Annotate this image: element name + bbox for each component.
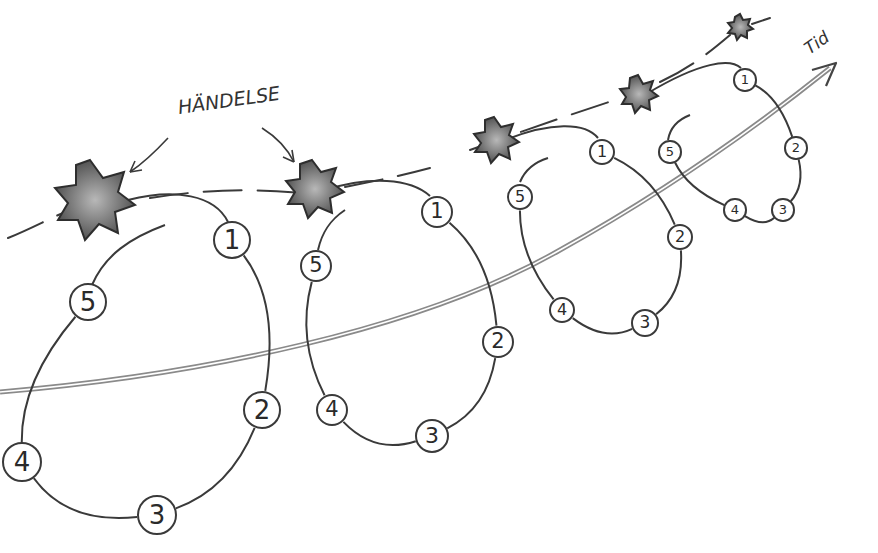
step-circle: 4 bbox=[723, 198, 746, 221]
step-circle: 3 bbox=[771, 198, 794, 221]
step-number: 3 bbox=[779, 203, 787, 216]
loop-arc bbox=[755, 85, 792, 136]
step-number: 3 bbox=[640, 314, 651, 331]
step-number: 5 bbox=[515, 189, 525, 205]
step-number: 5 bbox=[80, 289, 97, 315]
loop-arc bbox=[520, 210, 554, 299]
loop-arc bbox=[447, 358, 495, 428]
loop-arc bbox=[244, 255, 270, 390]
step-number: 1 bbox=[597, 144, 607, 160]
step-circle: 2 bbox=[243, 391, 282, 430]
step-circle: 3 bbox=[631, 309, 659, 337]
step-circle: 4 bbox=[316, 394, 349, 427]
step-circle: 5 bbox=[300, 250, 333, 283]
step-number: 4 bbox=[325, 399, 338, 420]
loop-arc bbox=[675, 163, 724, 206]
step-circle: 3 bbox=[137, 495, 177, 535]
step-number: 4 bbox=[731, 203, 739, 216]
step-circle: 2 bbox=[784, 136, 807, 159]
event-stars bbox=[55, 14, 753, 240]
loop-tails bbox=[92, 63, 741, 285]
step-circle: 5 bbox=[507, 184, 534, 211]
loop-arc bbox=[791, 159, 801, 201]
time-axis bbox=[0, 63, 836, 392]
loop-arc bbox=[343, 422, 415, 445]
step-number: 4 bbox=[14, 449, 31, 475]
step-circle: 4 bbox=[549, 297, 576, 324]
step-circle: 4 bbox=[2, 442, 42, 482]
step-number: 5 bbox=[666, 145, 674, 158]
step-number: 1 bbox=[430, 201, 443, 222]
step-number: 3 bbox=[425, 425, 439, 447]
event-label: HÄNDELSE bbox=[176, 82, 281, 118]
loop-arc bbox=[306, 282, 324, 395]
step-number: 2 bbox=[675, 229, 685, 245]
step-circle: 1 bbox=[733, 68, 756, 91]
step-number: 1 bbox=[741, 73, 749, 86]
loop-arc bbox=[34, 478, 137, 518]
step-number: 4 bbox=[557, 302, 567, 318]
step-circle: 3 bbox=[415, 419, 449, 453]
step-number: 3 bbox=[149, 502, 166, 528]
step-number: 2 bbox=[254, 397, 271, 423]
step-number: 2 bbox=[491, 331, 504, 352]
step-number: 2 bbox=[792, 141, 800, 154]
loop-arc bbox=[22, 317, 76, 442]
step-circle: 2 bbox=[482, 326, 515, 359]
loop-arc bbox=[614, 158, 675, 225]
loop-arc bbox=[656, 250, 681, 314]
callout-arrows bbox=[130, 128, 294, 172]
step-number: 5 bbox=[309, 255, 322, 276]
loop-arc bbox=[573, 318, 632, 333]
step-circle: 5 bbox=[69, 283, 108, 322]
loop-arc bbox=[745, 216, 774, 222]
step-circle: 5 bbox=[658, 140, 681, 163]
loop-arc bbox=[449, 223, 496, 326]
step-circle: 1 bbox=[421, 196, 454, 229]
step-circle: 1 bbox=[589, 139, 616, 166]
axis-label: Tid bbox=[800, 27, 833, 58]
loop-arc bbox=[176, 428, 255, 508]
step-number: 1 bbox=[224, 227, 241, 253]
step-circle: 2 bbox=[667, 224, 694, 251]
step-circle: 1 bbox=[213, 221, 252, 260]
